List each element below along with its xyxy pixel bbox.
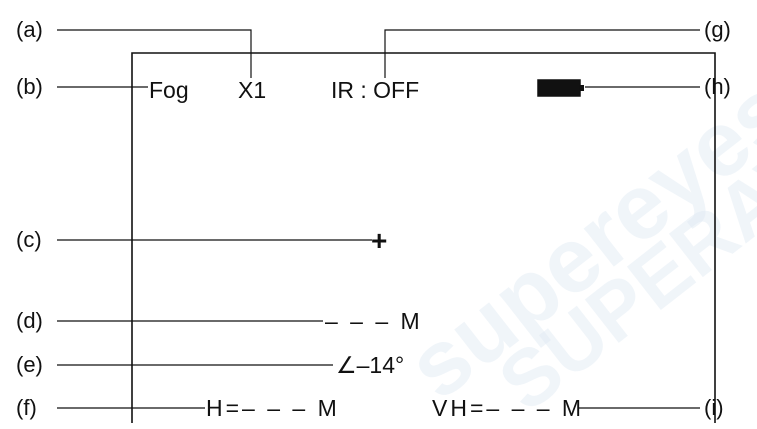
height-readout: H=– – – M — [206, 395, 340, 421]
callout-i: (i) — [704, 395, 724, 420]
callout-a: (a) — [16, 17, 43, 42]
screen-frame — [131, 52, 716, 423]
callout-d: (d) — [16, 308, 43, 333]
angle-value: –14° — [356, 352, 405, 378]
angle-symbol: ∠ — [336, 352, 357, 378]
vertical-height-readout: VH=– – – M — [432, 395, 585, 421]
distance-readout: – – – M — [325, 308, 423, 334]
fog-mode-label: Fog — [149, 77, 189, 103]
crosshair: + — [371, 225, 388, 256]
callout-g: (g) — [704, 17, 731, 42]
callout-e: (e) — [16, 352, 43, 377]
leader-line-a — [57, 29, 252, 78]
callout-b: (b) — [16, 74, 43, 99]
callout-f: (f) — [16, 395, 37, 420]
callout-c: (c) — [16, 227, 42, 252]
battery-full-icon — [537, 79, 584, 97]
angle-readout: ∠–14° — [336, 353, 404, 377]
ir-status: IR : OFF — [331, 77, 420, 103]
callout-h: (h) — [704, 74, 731, 99]
leader-line-g — [384, 29, 700, 78]
zoom-level: X1 — [238, 77, 267, 103]
